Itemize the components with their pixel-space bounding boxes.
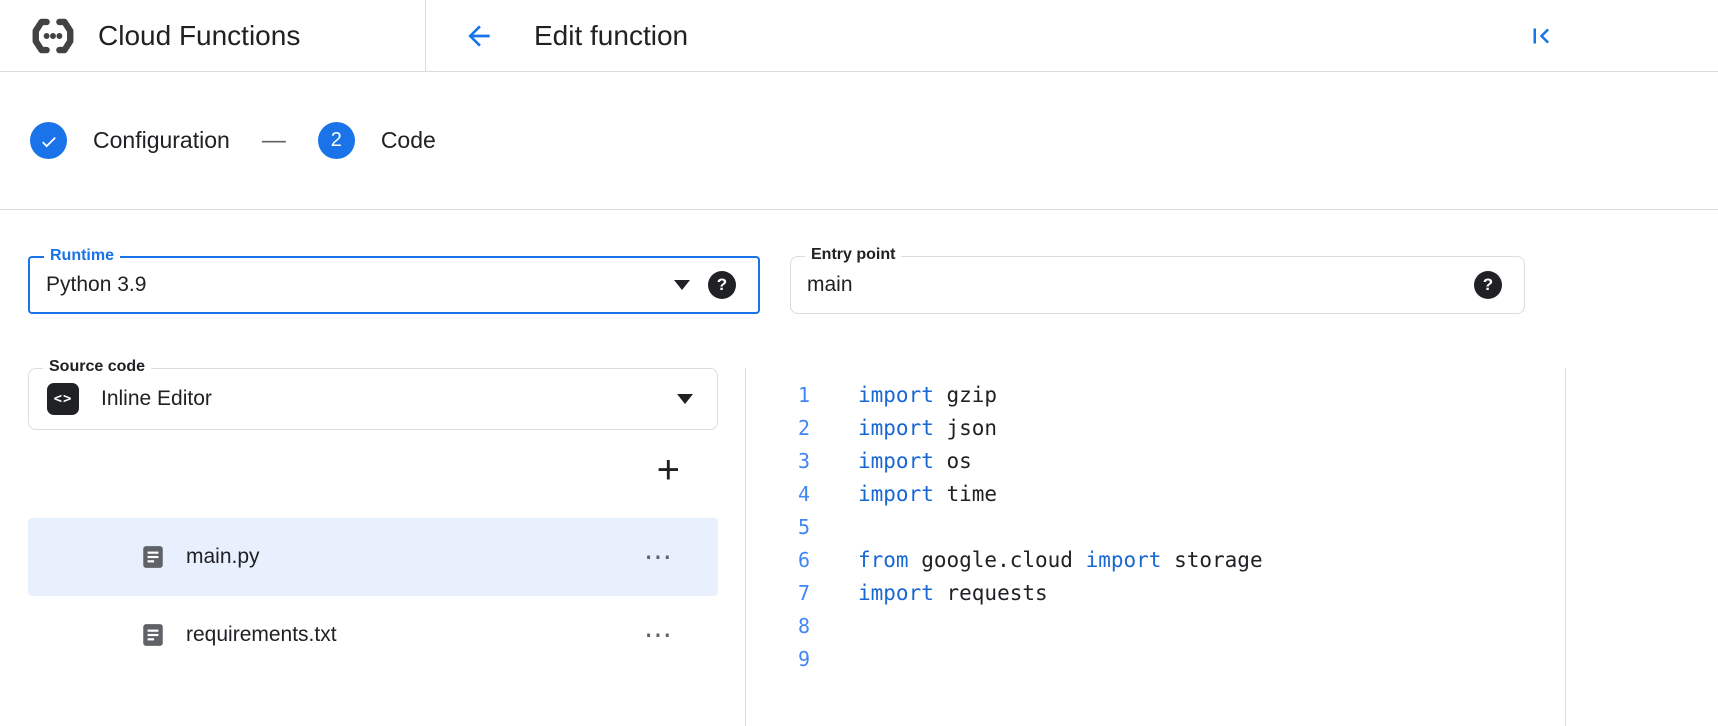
- line-number: 5: [797, 514, 810, 539]
- file-menu-button[interactable]: ⋯: [644, 541, 674, 572]
- lower-section: Source code <> Inline Editor + main.py⋯r…: [28, 358, 1718, 726]
- entry-point-help-icon[interactable]: ?: [1474, 271, 1502, 299]
- arrow-back-icon: [468, 24, 490, 47]
- page-title: Edit function: [534, 19, 689, 51]
- source-panel: Source code <> Inline Editor + main.py⋯r…: [28, 358, 718, 726]
- fields-row: Runtime Python 3.9 ? Entry point ?: [28, 246, 1718, 314]
- file-name: main.py: [186, 545, 260, 568]
- collapse-panel-button[interactable]: [1524, 19, 1558, 53]
- code-text: import gzip: [858, 382, 998, 407]
- code-line[interactable]: 1 import gzip: [746, 378, 1565, 411]
- line-number: 3: [797, 448, 810, 473]
- code-line[interactable]: 3 import os: [746, 444, 1565, 477]
- step-2-circle: 2: [317, 122, 355, 159]
- source-code-label: Source code: [43, 358, 152, 376]
- step-configuration[interactable]: Configuration: [30, 122, 230, 159]
- stepper: Configuration — 2 Code: [0, 72, 1718, 210]
- file-list: main.py ⋯ requirements.txt ⋯: [28, 518, 718, 674]
- dropdown-arrow-icon: [674, 280, 690, 290]
- entry-point-input[interactable]: [791, 273, 1474, 297]
- header: Cloud Functions Edit function: [0, 0, 1718, 72]
- runtime-label: Runtime: [44, 247, 120, 265]
- code-line[interactable]: 5: [746, 510, 1565, 543]
- code-line[interactable]: 8: [746, 609, 1565, 642]
- dropdown-arrow-icon: [677, 394, 693, 404]
- step-code[interactable]: 2 Code: [317, 122, 436, 159]
- line-number: 8: [797, 613, 810, 638]
- source-code-value: Inline Editor: [101, 387, 212, 410]
- check-icon: [41, 136, 56, 147]
- step-configuration-label: Configuration: [93, 127, 230, 153]
- first-page-icon: [1533, 28, 1550, 43]
- line-number: 4: [797, 481, 810, 506]
- header-divider: [425, 0, 426, 71]
- code-text: import os: [858, 448, 972, 473]
- app-title: Cloud Functions: [98, 19, 301, 51]
- code-line[interactable]: 2 import json: [746, 411, 1565, 444]
- file-name: requirements.txt: [186, 623, 337, 646]
- code-line[interactable]: 6 from google.cloud import storage: [746, 543, 1565, 576]
- step-connector: —: [261, 126, 286, 154]
- code-line[interactable]: 9: [746, 642, 1565, 675]
- code-icon: <>: [47, 383, 79, 415]
- line-number: 2: [797, 415, 810, 440]
- file-row[interactable]: requirements.txt ⋯: [28, 596, 718, 674]
- file-icon: [140, 622, 166, 648]
- step-code-label: Code: [380, 127, 436, 153]
- line-number: 7: [797, 580, 810, 605]
- step-complete-check-circle: [30, 122, 67, 159]
- file-actions-row: +: [28, 448, 718, 492]
- code-line[interactable]: 4 import time: [746, 477, 1565, 510]
- runtime-value: Python 3.9: [46, 273, 147, 296]
- entry-point-label: Entry point: [805, 246, 902, 264]
- entry-point-field: Entry point ?: [790, 246, 1525, 314]
- code-editor[interactable]: 1 import gzip 2 import json 3 import os 4 impor…: [745, 368, 1566, 726]
- file-row[interactable]: main.py ⋯: [28, 518, 718, 596]
- code-text: import json: [858, 415, 998, 440]
- runtime-select[interactable]: Runtime Python 3.9 ?: [28, 247, 760, 314]
- line-number: 6: [797, 547, 810, 572]
- add-file-button[interactable]: +: [656, 448, 680, 492]
- back-button[interactable]: [462, 19, 496, 53]
- code-text: from google.cloud import storage: [858, 547, 1263, 572]
- brand: Cloud Functions: [30, 13, 425, 59]
- runtime-help-icon[interactable]: ?: [708, 271, 736, 299]
- main-content: Runtime Python 3.9 ? Entry point ? Sourc…: [0, 246, 1718, 726]
- cloud-functions-logo-icon: [30, 13, 76, 59]
- file-menu-button[interactable]: ⋯: [644, 619, 674, 650]
- source-code-select[interactable]: Source code <> Inline Editor: [28, 358, 718, 430]
- code-text: import requests: [858, 580, 1048, 605]
- file-icon: [140, 544, 166, 570]
- line-number: 1: [797, 382, 810, 407]
- code-text: import time: [858, 481, 998, 506]
- line-number: 9: [797, 646, 810, 671]
- code-line[interactable]: 7 import requests: [746, 576, 1565, 609]
